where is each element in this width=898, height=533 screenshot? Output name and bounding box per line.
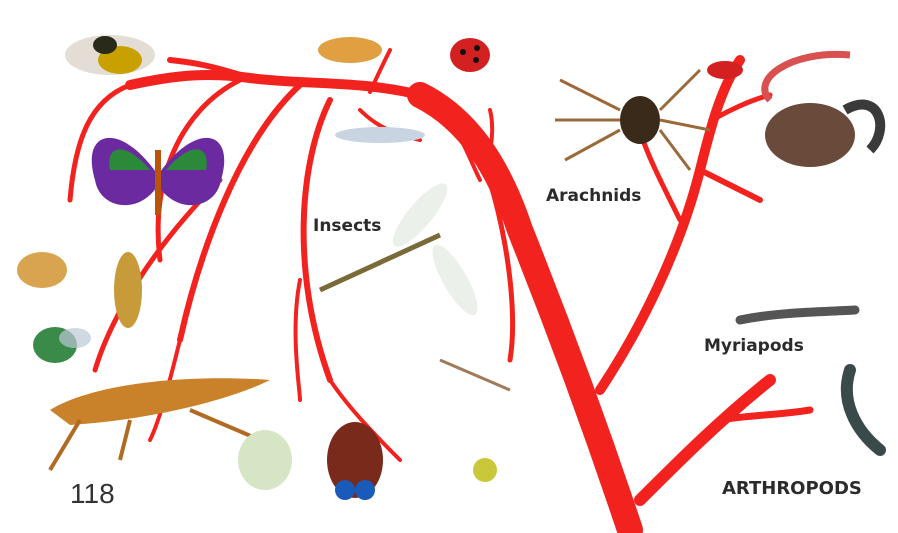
branches	[70, 50, 810, 530]
insect-twig	[304, 100, 330, 380]
dragonfly-image	[320, 177, 485, 321]
mite-image	[707, 61, 743, 79]
housefly-image	[33, 327, 91, 363]
millipede-image	[740, 310, 855, 320]
myriapods-label: Myriapods	[704, 336, 804, 356]
insect-twig	[296, 280, 300, 400]
grasshopper-image	[50, 378, 270, 470]
small-spider-image	[473, 458, 497, 482]
insects-label: Insects	[313, 216, 381, 236]
arachnid-twig	[640, 130, 680, 220]
trunk	[420, 95, 630, 530]
aphid-image	[238, 430, 292, 490]
stink-bug-image	[327, 422, 383, 500]
scorpion-image	[765, 54, 880, 167]
flea-image	[17, 252, 67, 288]
earwig-image	[114, 252, 142, 328]
mayfly-image	[440, 360, 510, 390]
ladybug-image	[450, 38, 490, 72]
silverfish-image	[335, 127, 425, 143]
spider-image	[555, 70, 710, 170]
insect-twig	[180, 85, 300, 340]
page-number: 118	[70, 478, 115, 510]
butterfly-image	[92, 138, 224, 215]
louse-image	[318, 37, 382, 63]
bumblebee-image	[65, 35, 155, 75]
arthropods-label: ARTHROPODS	[722, 478, 862, 499]
arachnids-label: Arachnids	[546, 186, 641, 206]
centipede-image	[847, 370, 880, 450]
arachnid-twig	[700, 170, 760, 200]
